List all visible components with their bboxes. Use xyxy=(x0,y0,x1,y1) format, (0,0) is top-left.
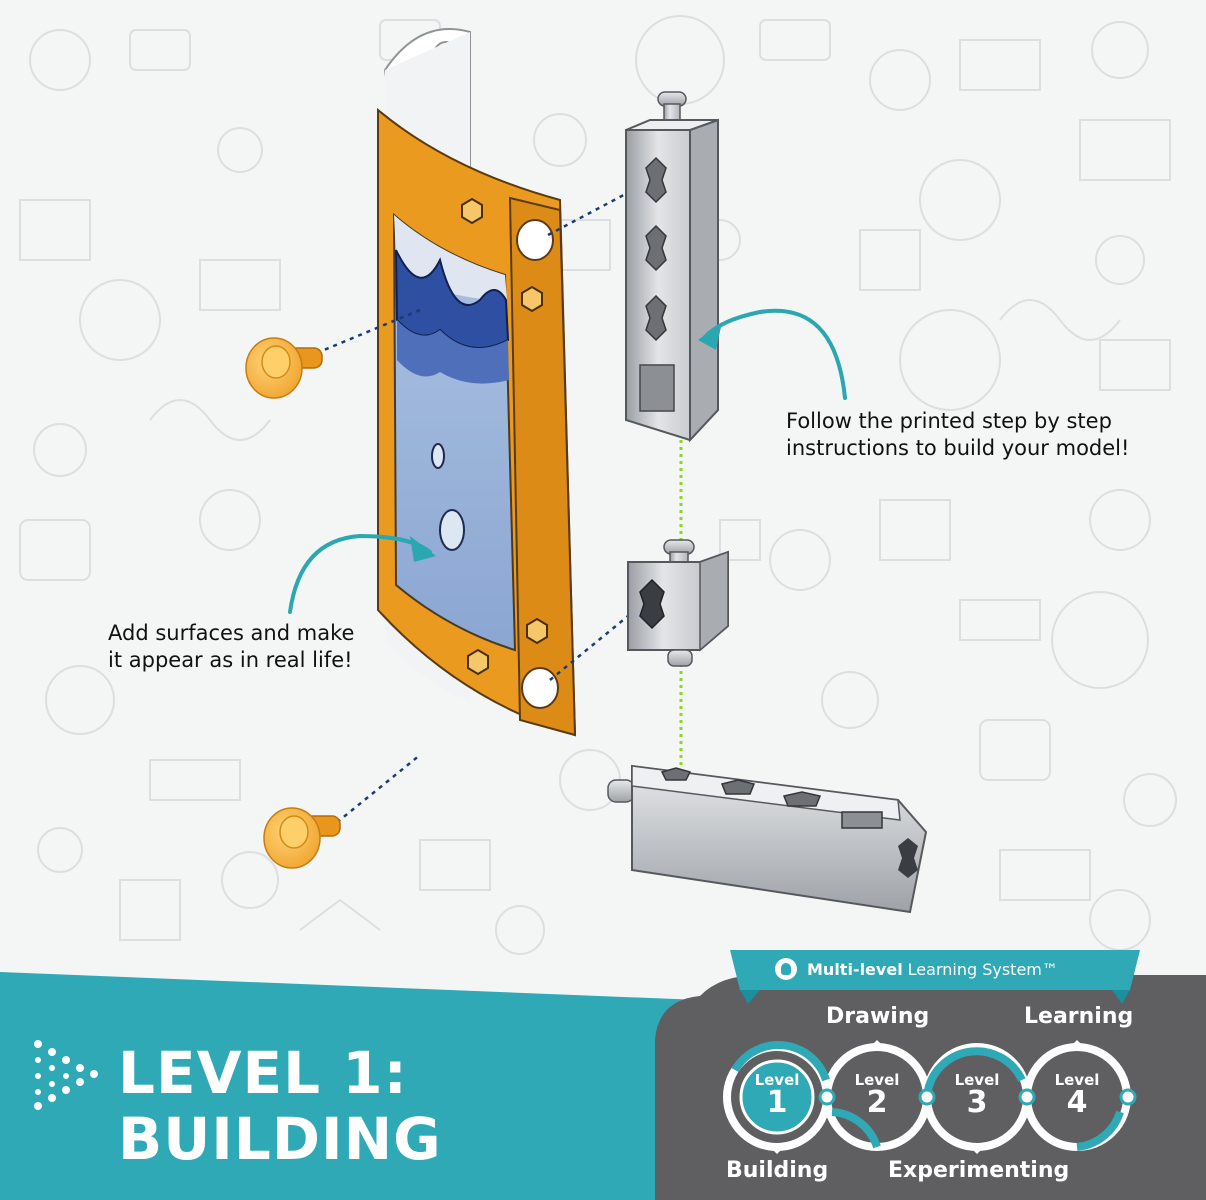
level-number: 4 xyxy=(1066,1085,1088,1120)
level-word: Level xyxy=(1054,1071,1100,1089)
level-word: Level xyxy=(854,1071,900,1089)
level-title: LEVEL 1: BUILDING xyxy=(118,1040,442,1172)
vertical-bracket xyxy=(625,91,719,443)
caption-line: Add surfaces and make xyxy=(108,621,355,645)
level-number: 3 xyxy=(966,1085,988,1120)
learning-system-label-rest: Learning System™ xyxy=(907,959,1058,979)
level-word: Level xyxy=(954,1071,1000,1089)
stage-building: Building xyxy=(726,1158,829,1183)
stage-experimenting: Experimenting xyxy=(888,1158,1070,1183)
level-badge-4: Level 4 xyxy=(1037,1072,1117,1118)
caption-line: instructions to build your model! xyxy=(786,436,1130,460)
level-badge-3: Level 3 xyxy=(937,1072,1017,1118)
level-title-line: BUILDING xyxy=(118,1105,442,1173)
level-badge-1: Level 1 xyxy=(737,1072,817,1118)
learning-system-label-bold: Multi-level xyxy=(807,959,903,979)
cube-connector xyxy=(627,539,729,667)
teal-arrow-right xyxy=(702,308,847,400)
caption-surfaces: Add surfaces and make it appear as in re… xyxy=(108,620,408,674)
lightbulb-icon xyxy=(775,958,797,980)
orange-peg-bottom xyxy=(263,807,341,869)
level-number: 1 xyxy=(766,1085,788,1120)
caption-instructions: Follow the printed step by step instruct… xyxy=(786,408,1186,462)
caption-line: Follow the printed step by step xyxy=(786,409,1112,433)
learning-system-label: Multi-level Learning System™ xyxy=(775,956,1058,982)
level-1-active-disc xyxy=(739,1059,815,1135)
orange-peg-top xyxy=(245,337,323,399)
level-title-line: LEVEL 1: xyxy=(118,1039,408,1107)
stage-drawing: Drawing xyxy=(826,1004,930,1029)
curved-surface-panel xyxy=(377,28,577,737)
stage-learning: Learning xyxy=(1024,1004,1134,1029)
level-number: 2 xyxy=(866,1085,888,1120)
level-word: Level xyxy=(754,1071,800,1089)
caption-line: it appear as in real life! xyxy=(108,648,353,672)
dotted-arrow-icon xyxy=(34,1040,98,1110)
horizontal-bracket xyxy=(607,764,928,914)
level-badge-2: Level 2 xyxy=(837,1072,917,1118)
